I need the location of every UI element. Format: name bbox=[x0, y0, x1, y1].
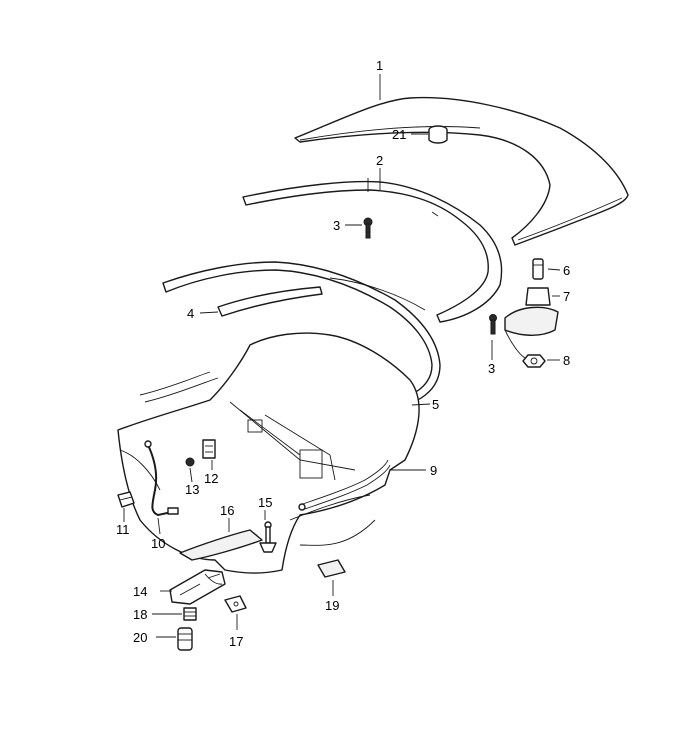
part-10-bowden-cable bbox=[144, 440, 179, 517]
part-1-roof-shell bbox=[294, 96, 629, 246]
callout-5: 5 bbox=[432, 397, 439, 412]
part-8-nut bbox=[522, 354, 546, 368]
callouts: 1 2 3 3 4 5 6 7 8 9 10 11 12 13 14 15 16… bbox=[116, 58, 570, 649]
part-20-lock-cylinder bbox=[177, 627, 193, 651]
part-11-clip bbox=[117, 491, 135, 508]
callout-1: 1 bbox=[376, 58, 383, 73]
part-16-cover-plate bbox=[179, 529, 263, 561]
callout-7: 7 bbox=[563, 289, 570, 304]
callout-3-lower: 3 bbox=[488, 361, 495, 376]
part-21-plug bbox=[428, 125, 448, 144]
part-3-bolt-lower bbox=[489, 314, 497, 335]
callout-21: 21 bbox=[392, 127, 406, 142]
callout-14: 14 bbox=[133, 584, 147, 599]
callout-9: 9 bbox=[430, 463, 437, 478]
callout-19: 19 bbox=[325, 598, 339, 613]
callout-2: 2 bbox=[376, 153, 383, 168]
part-13-nut bbox=[185, 457, 195, 467]
part-3-bolt-upper bbox=[363, 217, 373, 239]
leader-lines bbox=[123, 74, 561, 638]
part-15-pin bbox=[259, 521, 277, 553]
part-14-lock-housing bbox=[169, 569, 226, 605]
callout-10: 10 bbox=[151, 536, 165, 551]
callout-8: 8 bbox=[563, 353, 570, 368]
callout-11: 11 bbox=[116, 522, 130, 537]
callout-15: 15 bbox=[258, 495, 272, 510]
part-9-cable bbox=[298, 459, 391, 511]
part-12-latch-bracket bbox=[202, 439, 216, 459]
callout-3-upper: 3 bbox=[333, 218, 340, 233]
part-2-frame-seal bbox=[242, 178, 503, 323]
part-6-stud bbox=[532, 258, 544, 280]
callout-13: 13 bbox=[185, 482, 199, 497]
callout-17: 17 bbox=[229, 634, 243, 649]
callout-16: 16 bbox=[220, 503, 234, 518]
callout-18: 18 bbox=[133, 607, 147, 622]
part-17-clip bbox=[224, 595, 247, 613]
callout-6: 6 bbox=[563, 263, 570, 278]
part-4-seal-strip bbox=[217, 286, 323, 317]
callout-4: 4 bbox=[187, 306, 194, 321]
part-19-handle bbox=[317, 559, 346, 578]
callout-12: 12 bbox=[204, 471, 218, 486]
part-18-spring bbox=[183, 607, 197, 621]
callout-20: 20 bbox=[133, 630, 147, 645]
part-7-buffer-bracket bbox=[504, 287, 559, 359]
